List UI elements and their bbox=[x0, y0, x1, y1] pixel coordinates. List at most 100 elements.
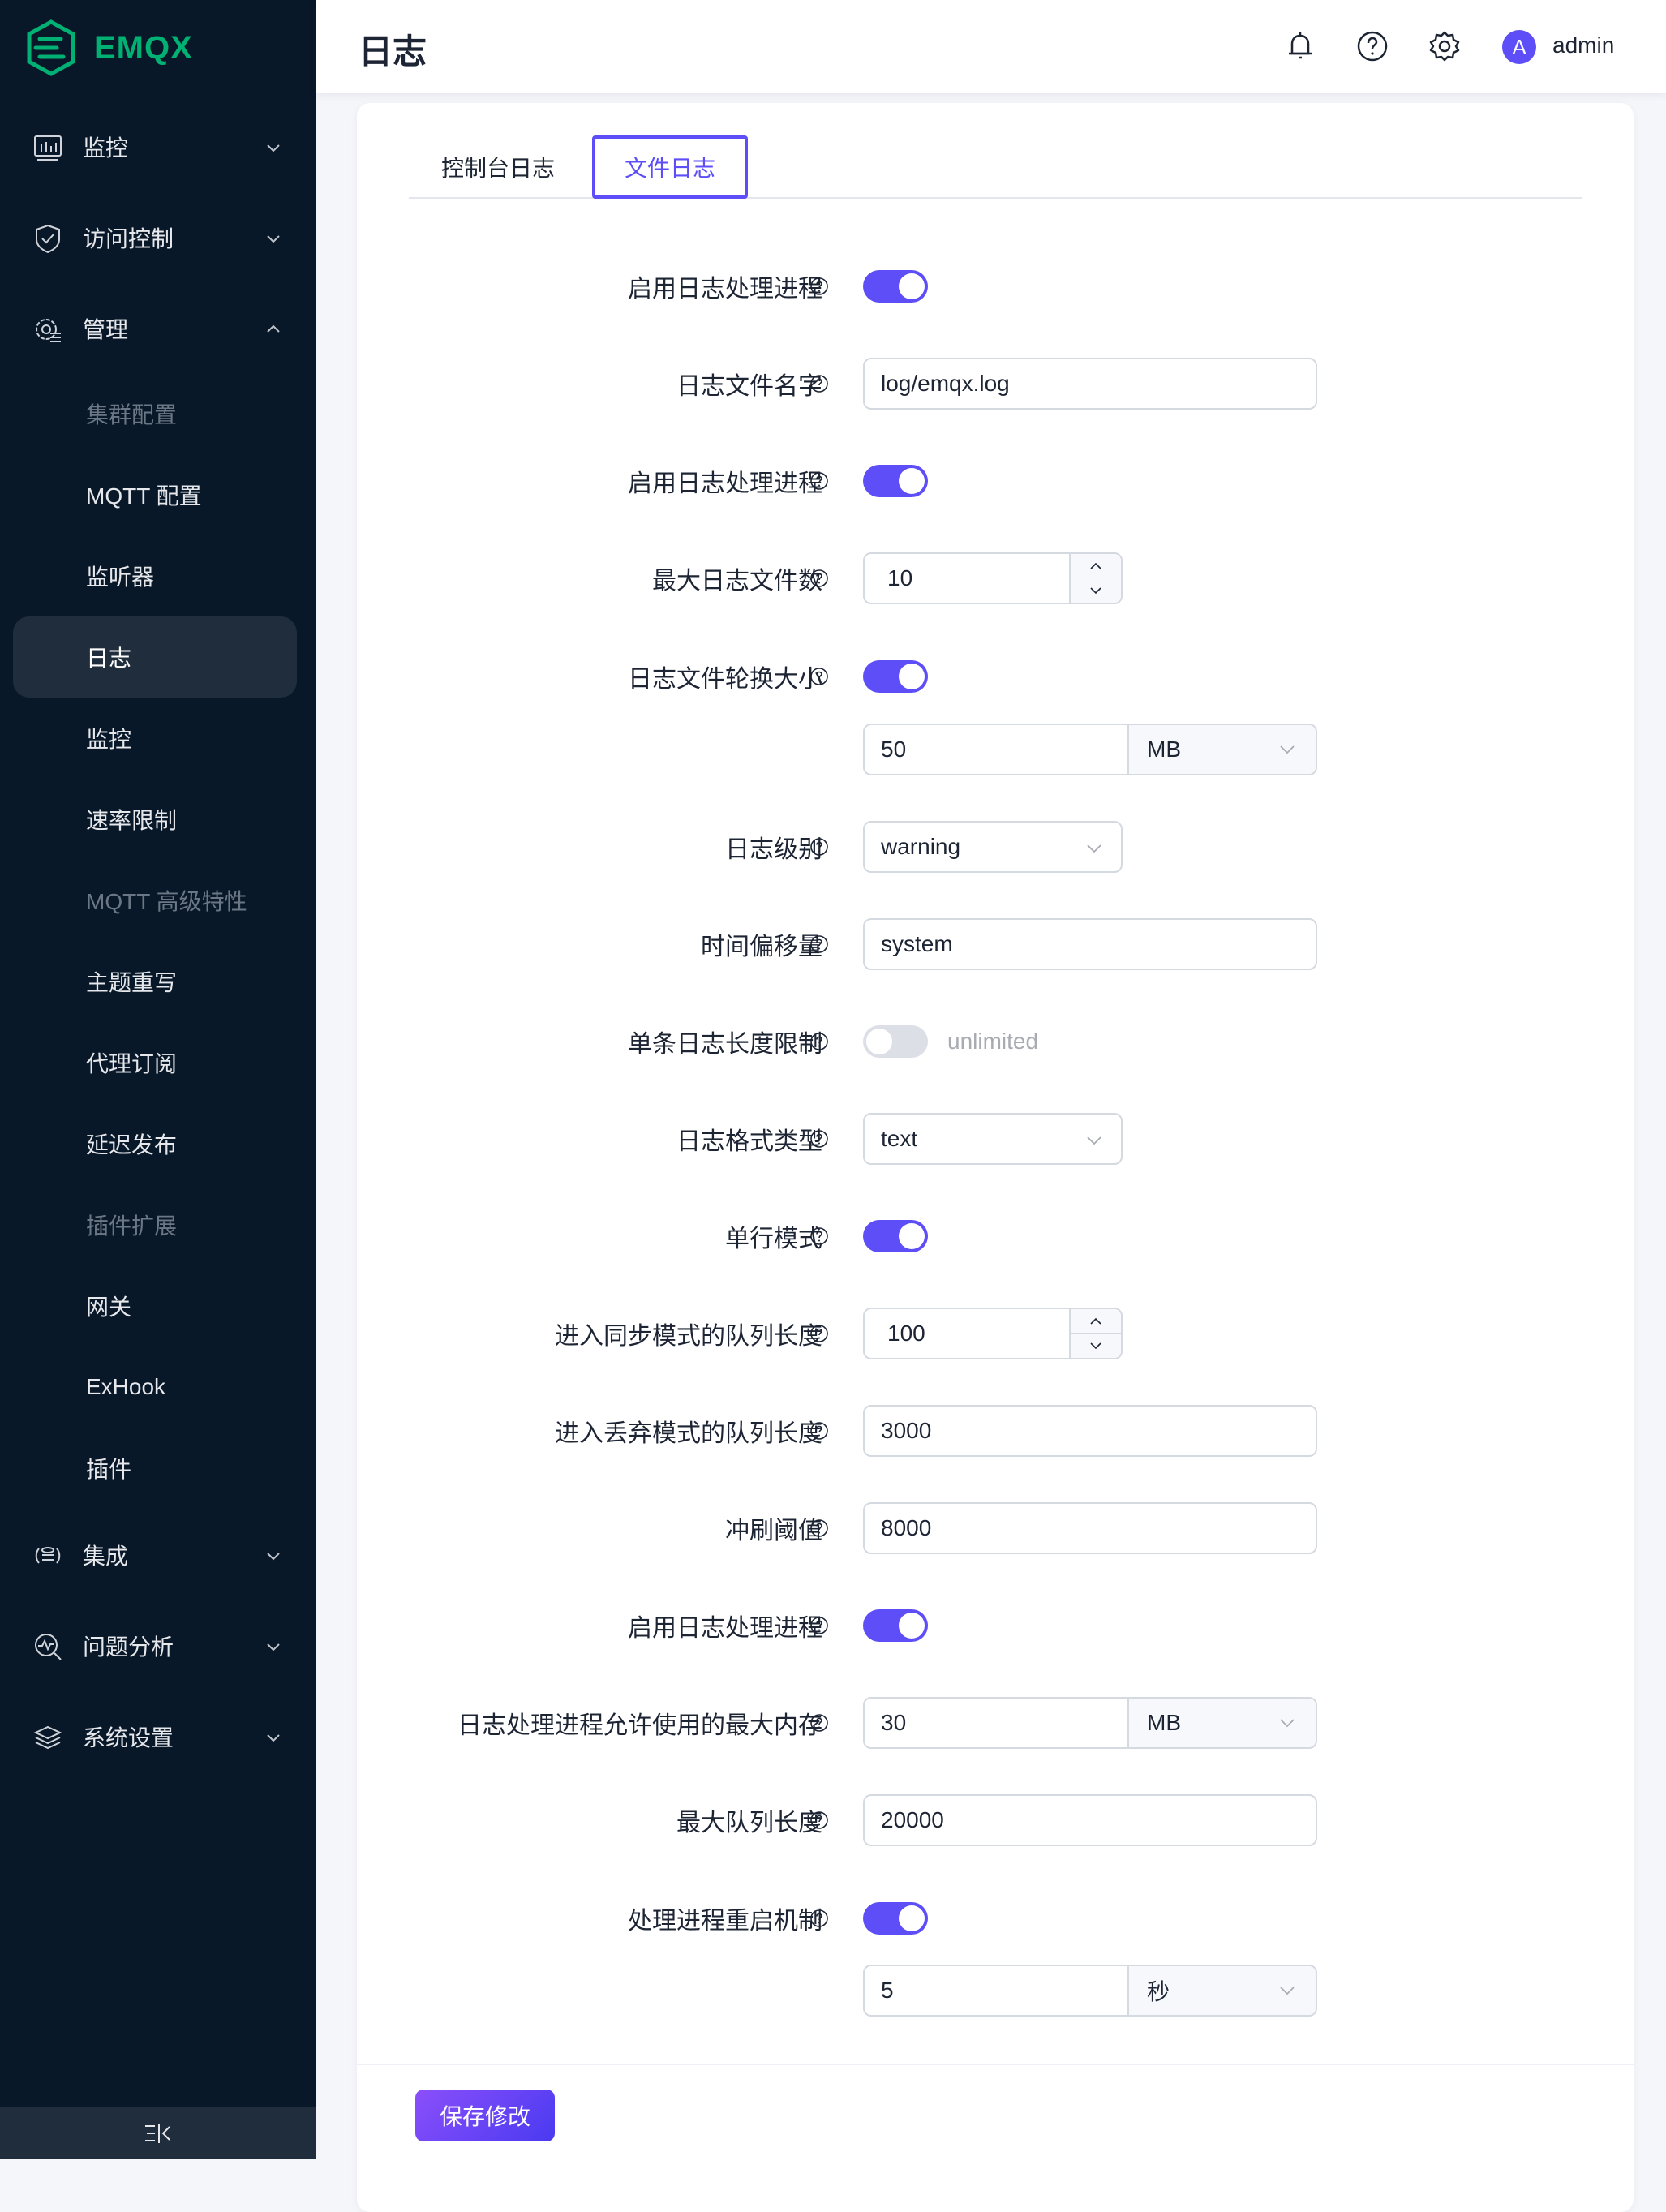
sidebar-group-diagnostics[interactable]: 问题分析 bbox=[0, 1617, 316, 1674]
overload-kill-qlen-input[interactable]: 20000 bbox=[863, 1794, 1317, 1846]
decrement-button[interactable] bbox=[1069, 1334, 1121, 1358]
help-circle-icon[interactable] bbox=[809, 1032, 829, 1051]
tab-file-log[interactable]: 文件日志 bbox=[592, 135, 748, 199]
chevron-down-icon bbox=[267, 144, 280, 152]
increment-button[interactable] bbox=[1069, 1309, 1121, 1334]
collapse-sidebar-button[interactable] bbox=[0, 2107, 316, 2159]
sidebar-item-exhook[interactable]: ExHook bbox=[86, 1374, 166, 1399]
chevron-up-icon bbox=[1090, 1317, 1101, 1325]
help-circle-icon[interactable] bbox=[809, 1518, 829, 1538]
field-label: 日志级别 bbox=[725, 836, 822, 863]
monitor-chart-icon bbox=[34, 135, 62, 161]
help-circle-icon[interactable] bbox=[809, 1226, 829, 1246]
help-circle-icon[interactable] bbox=[809, 667, 829, 686]
form-row-burst-restart: 处理进程重启机制 bbox=[357, 1892, 1634, 1944]
enable-handler-2-toggle[interactable] bbox=[863, 465, 928, 497]
sidebar-group-management[interactable]: 管理 bbox=[0, 300, 316, 357]
overload-kill-mem-unit-select[interactable]: MB bbox=[1127, 1699, 1316, 1747]
sidebar-item-auto-subscribe[interactable]: 代理订阅 bbox=[86, 1051, 178, 1076]
max-files-value[interactable]: 10 bbox=[887, 565, 913, 591]
help-circle-icon[interactable] bbox=[809, 1616, 829, 1635]
username[interactable]: admin bbox=[1552, 32, 1615, 58]
log-tabs: 控制台日志 文件日志 bbox=[409, 135, 1582, 199]
help-circle-icon[interactable] bbox=[809, 837, 829, 857]
sidebar-item-mqtt-config[interactable]: MQTT 配置 bbox=[86, 483, 202, 509]
form-row-sync-mode-qlen: 进入同步模式的队列长度 100 bbox=[357, 1308, 1634, 1359]
sidebar-item-cluster-config[interactable]: 集群配置 bbox=[86, 402, 178, 427]
sync-mode-qlen-value[interactable]: 100 bbox=[887, 1321, 925, 1346]
sidebar-item-extensions[interactable]: 插件扩展 bbox=[86, 1213, 178, 1239]
form-row-rotation-size: 日志文件轮换大小 bbox=[357, 651, 1634, 702]
form-row-overload-kill-mem: 日志处理进程允许使用的最大内存 30 MB bbox=[357, 1697, 1634, 1749]
help-circle-icon[interactable] bbox=[809, 1129, 829, 1149]
sync-mode-qlen-stepper[interactable]: 100 bbox=[863, 1308, 1123, 1359]
enable-handler-toggle[interactable] bbox=[863, 270, 928, 303]
help-icon[interactable] bbox=[1355, 29, 1389, 63]
increment-button[interactable] bbox=[1069, 554, 1121, 578]
help-circle-icon[interactable] bbox=[809, 277, 829, 296]
field-label: 进入同步模式的队列长度 bbox=[555, 1323, 822, 1350]
single-line-toggle[interactable] bbox=[863, 1220, 928, 1252]
time-offset-input[interactable]: system bbox=[863, 918, 1317, 970]
file-name-input[interactable]: log/emqx.log bbox=[863, 358, 1317, 410]
help-circle-icon[interactable] bbox=[809, 1810, 829, 1830]
emqx-logo-icon bbox=[27, 19, 75, 76]
sidebar-group-label: 监控 bbox=[83, 135, 129, 161]
avatar[interactable]: A bbox=[1502, 30, 1536, 64]
burst-restart-toggle[interactable] bbox=[863, 1902, 928, 1935]
rotation-size-input[interactable]: 50 bbox=[881, 737, 907, 762]
overload-kill-mem-input-group: 30 MB bbox=[863, 1697, 1317, 1749]
help-circle-icon[interactable] bbox=[809, 934, 829, 954]
chevron-down-icon bbox=[267, 235, 280, 243]
chevron-down-icon bbox=[1280, 1987, 1295, 1995]
sidebar-item-log[interactable]: 日志 bbox=[13, 616, 297, 698]
sidebar-item-listeners[interactable]: 监听器 bbox=[86, 565, 155, 590]
rotation-size-toggle[interactable] bbox=[863, 660, 928, 693]
burst-restart-unit-select[interactable]: 秒 bbox=[1127, 1966, 1316, 2015]
sidebar-group-access-control[interactable]: 访问控制 bbox=[0, 209, 316, 266]
help-circle-icon[interactable] bbox=[809, 1324, 829, 1343]
database-sync-icon bbox=[35, 1547, 61, 1564]
sidebar-group-integration[interactable]: 集成 bbox=[0, 1527, 316, 1583]
bell-icon[interactable] bbox=[1283, 29, 1317, 63]
tab-console-log[interactable]: 控制台日志 bbox=[440, 156, 555, 181]
overload-kill-mem-input[interactable]: 30 bbox=[881, 1710, 907, 1735]
sidebar-group-system-settings[interactable]: 系统设置 bbox=[0, 1708, 316, 1765]
burst-restart-input[interactable]: 5 bbox=[881, 1978, 894, 2003]
form-row-flush-qlen: 冲刷阈值 8000 bbox=[357, 1502, 1634, 1554]
drop-mode-qlen-input[interactable]: 3000 bbox=[863, 1405, 1317, 1457]
help-circle-icon[interactable] bbox=[809, 1713, 829, 1733]
logo[interactable]: EMQX bbox=[26, 19, 193, 76]
max-depth-toggle[interactable] bbox=[863, 1025, 928, 1058]
field-label: 时间偏移量 bbox=[701, 934, 822, 960]
burst-restart-input-group: 5 秒 bbox=[863, 1965, 1317, 2017]
log-level-select[interactable]: warning bbox=[863, 821, 1123, 873]
form-row-time-offset: 时间偏移量 system bbox=[357, 918, 1634, 970]
decrement-button[interactable] bbox=[1069, 578, 1121, 603]
sidebar-item-topic-rewrite[interactable]: 主题重写 bbox=[86, 970, 178, 995]
formatter-select[interactable]: text bbox=[863, 1113, 1123, 1165]
gear-icon[interactable] bbox=[1428, 29, 1462, 63]
sidebar-item-monitoring[interactable]: 监控 bbox=[86, 727, 132, 752]
layers-icon bbox=[33, 1725, 62, 1750]
help-circle-icon[interactable] bbox=[809, 1909, 829, 1928]
sidebar-item-rate-limit[interactable]: 速率限制 bbox=[86, 808, 178, 833]
help-circle-icon[interactable] bbox=[809, 374, 829, 393]
brand-name: EMQX bbox=[94, 29, 193, 66]
field-label: 进入丢弃模式的队列长度 bbox=[555, 1420, 822, 1447]
max-files-stepper[interactable]: 10 bbox=[863, 552, 1123, 604]
rotation-size-unit-select[interactable]: MB bbox=[1127, 725, 1316, 774]
sidebar-group-monitor[interactable]: 监控 bbox=[0, 118, 316, 175]
sidebar-item-plugins[interactable]: 插件 bbox=[86, 1457, 132, 1482]
sidebar-item-delayed-publish[interactable]: 延迟发布 bbox=[86, 1132, 178, 1158]
field-label: 启用日志处理进程 bbox=[628, 276, 822, 303]
sidebar-item-mqtt-advanced[interactable]: MQTT 高级特性 bbox=[86, 889, 247, 914]
save-button[interactable]: 保存修改 bbox=[415, 2090, 555, 2141]
help-circle-icon[interactable] bbox=[809, 471, 829, 491]
help-circle-icon[interactable] bbox=[809, 569, 829, 588]
flush-qlen-input[interactable]: 8000 bbox=[863, 1502, 1317, 1554]
help-circle-icon[interactable] bbox=[809, 1421, 829, 1441]
sidebar-item-gateway[interactable]: 网关 bbox=[86, 1295, 132, 1320]
overload-kill-toggle[interactable] bbox=[863, 1609, 928, 1642]
sidebar-group-label: 系统设置 bbox=[83, 1725, 174, 1750]
